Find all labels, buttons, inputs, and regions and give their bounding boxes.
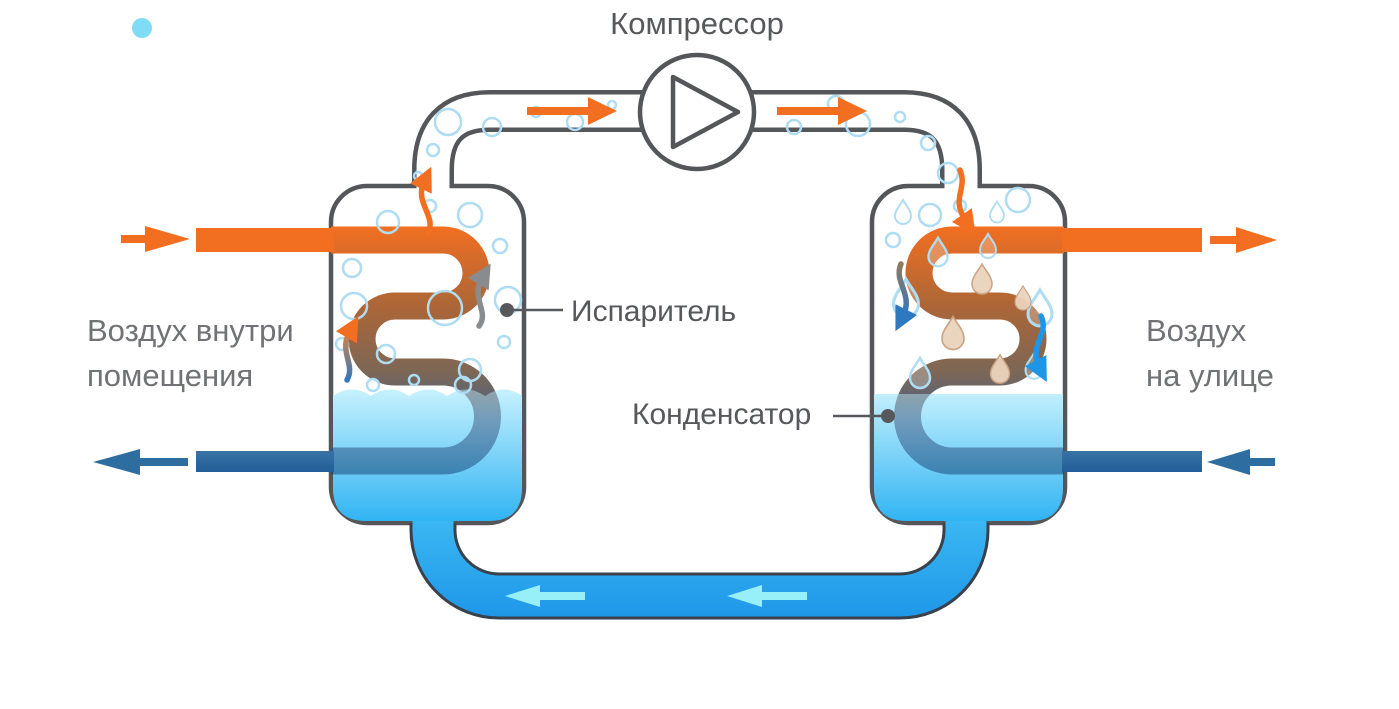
return-pipe xyxy=(409,512,990,620)
hot-gas-flow-arrows xyxy=(527,97,867,125)
air-outside-line2: на улице xyxy=(1146,358,1274,393)
air-ducts xyxy=(93,226,1277,475)
condenser-liquid-surface xyxy=(874,394,1063,521)
decorative-cyan-dot xyxy=(132,18,152,38)
air-out-arrow xyxy=(93,449,188,475)
air-outside-line1: Воздух xyxy=(1146,313,1247,348)
air-inside-line1: Воздух внутри xyxy=(87,313,294,348)
vapor-rising-arrow xyxy=(409,166,433,236)
compressor xyxy=(637,52,757,172)
liquid-flow-arrow xyxy=(727,585,807,607)
warm-air-inlet-duct xyxy=(196,228,334,252)
liquid-flow-arrow xyxy=(505,585,585,607)
condenser-droplets xyxy=(884,186,1054,390)
callout-dot xyxy=(500,303,514,317)
compressor-label: Компрессор xyxy=(610,6,784,41)
process-arrows xyxy=(335,166,1047,383)
air-outside-label: Воздух на улице xyxy=(1146,313,1274,393)
hot-air-outlet-duct xyxy=(1062,228,1202,252)
evaporator-bubbles xyxy=(334,198,523,395)
condensing-arrow xyxy=(1024,313,1047,383)
air-inside-label: Воздух внутри помещения xyxy=(87,313,294,393)
air-in-arrow xyxy=(1207,449,1275,475)
vapor-rising-arrow xyxy=(335,316,359,383)
air-in-arrow xyxy=(121,226,190,252)
vapor-rising-arrow xyxy=(467,263,491,329)
condensing-arrow xyxy=(895,261,918,332)
evaporator-liquid-surface xyxy=(333,389,522,521)
play-triangle-icon xyxy=(670,74,741,150)
gas-descending-arrow xyxy=(951,167,976,235)
cool-air-outlet-duct xyxy=(196,451,334,472)
condenser-label: Конденсатор xyxy=(632,398,811,431)
callout-dot xyxy=(881,409,895,423)
evaporator-callout: Испаритель xyxy=(500,295,736,328)
air-inside-line2: помещения xyxy=(87,358,253,393)
air-out-arrow xyxy=(1210,227,1277,253)
evaporator-label: Испаритель xyxy=(571,295,736,328)
condenser-callout: Конденсатор xyxy=(632,398,895,431)
outdoor-air-inlet-duct xyxy=(1062,451,1202,472)
